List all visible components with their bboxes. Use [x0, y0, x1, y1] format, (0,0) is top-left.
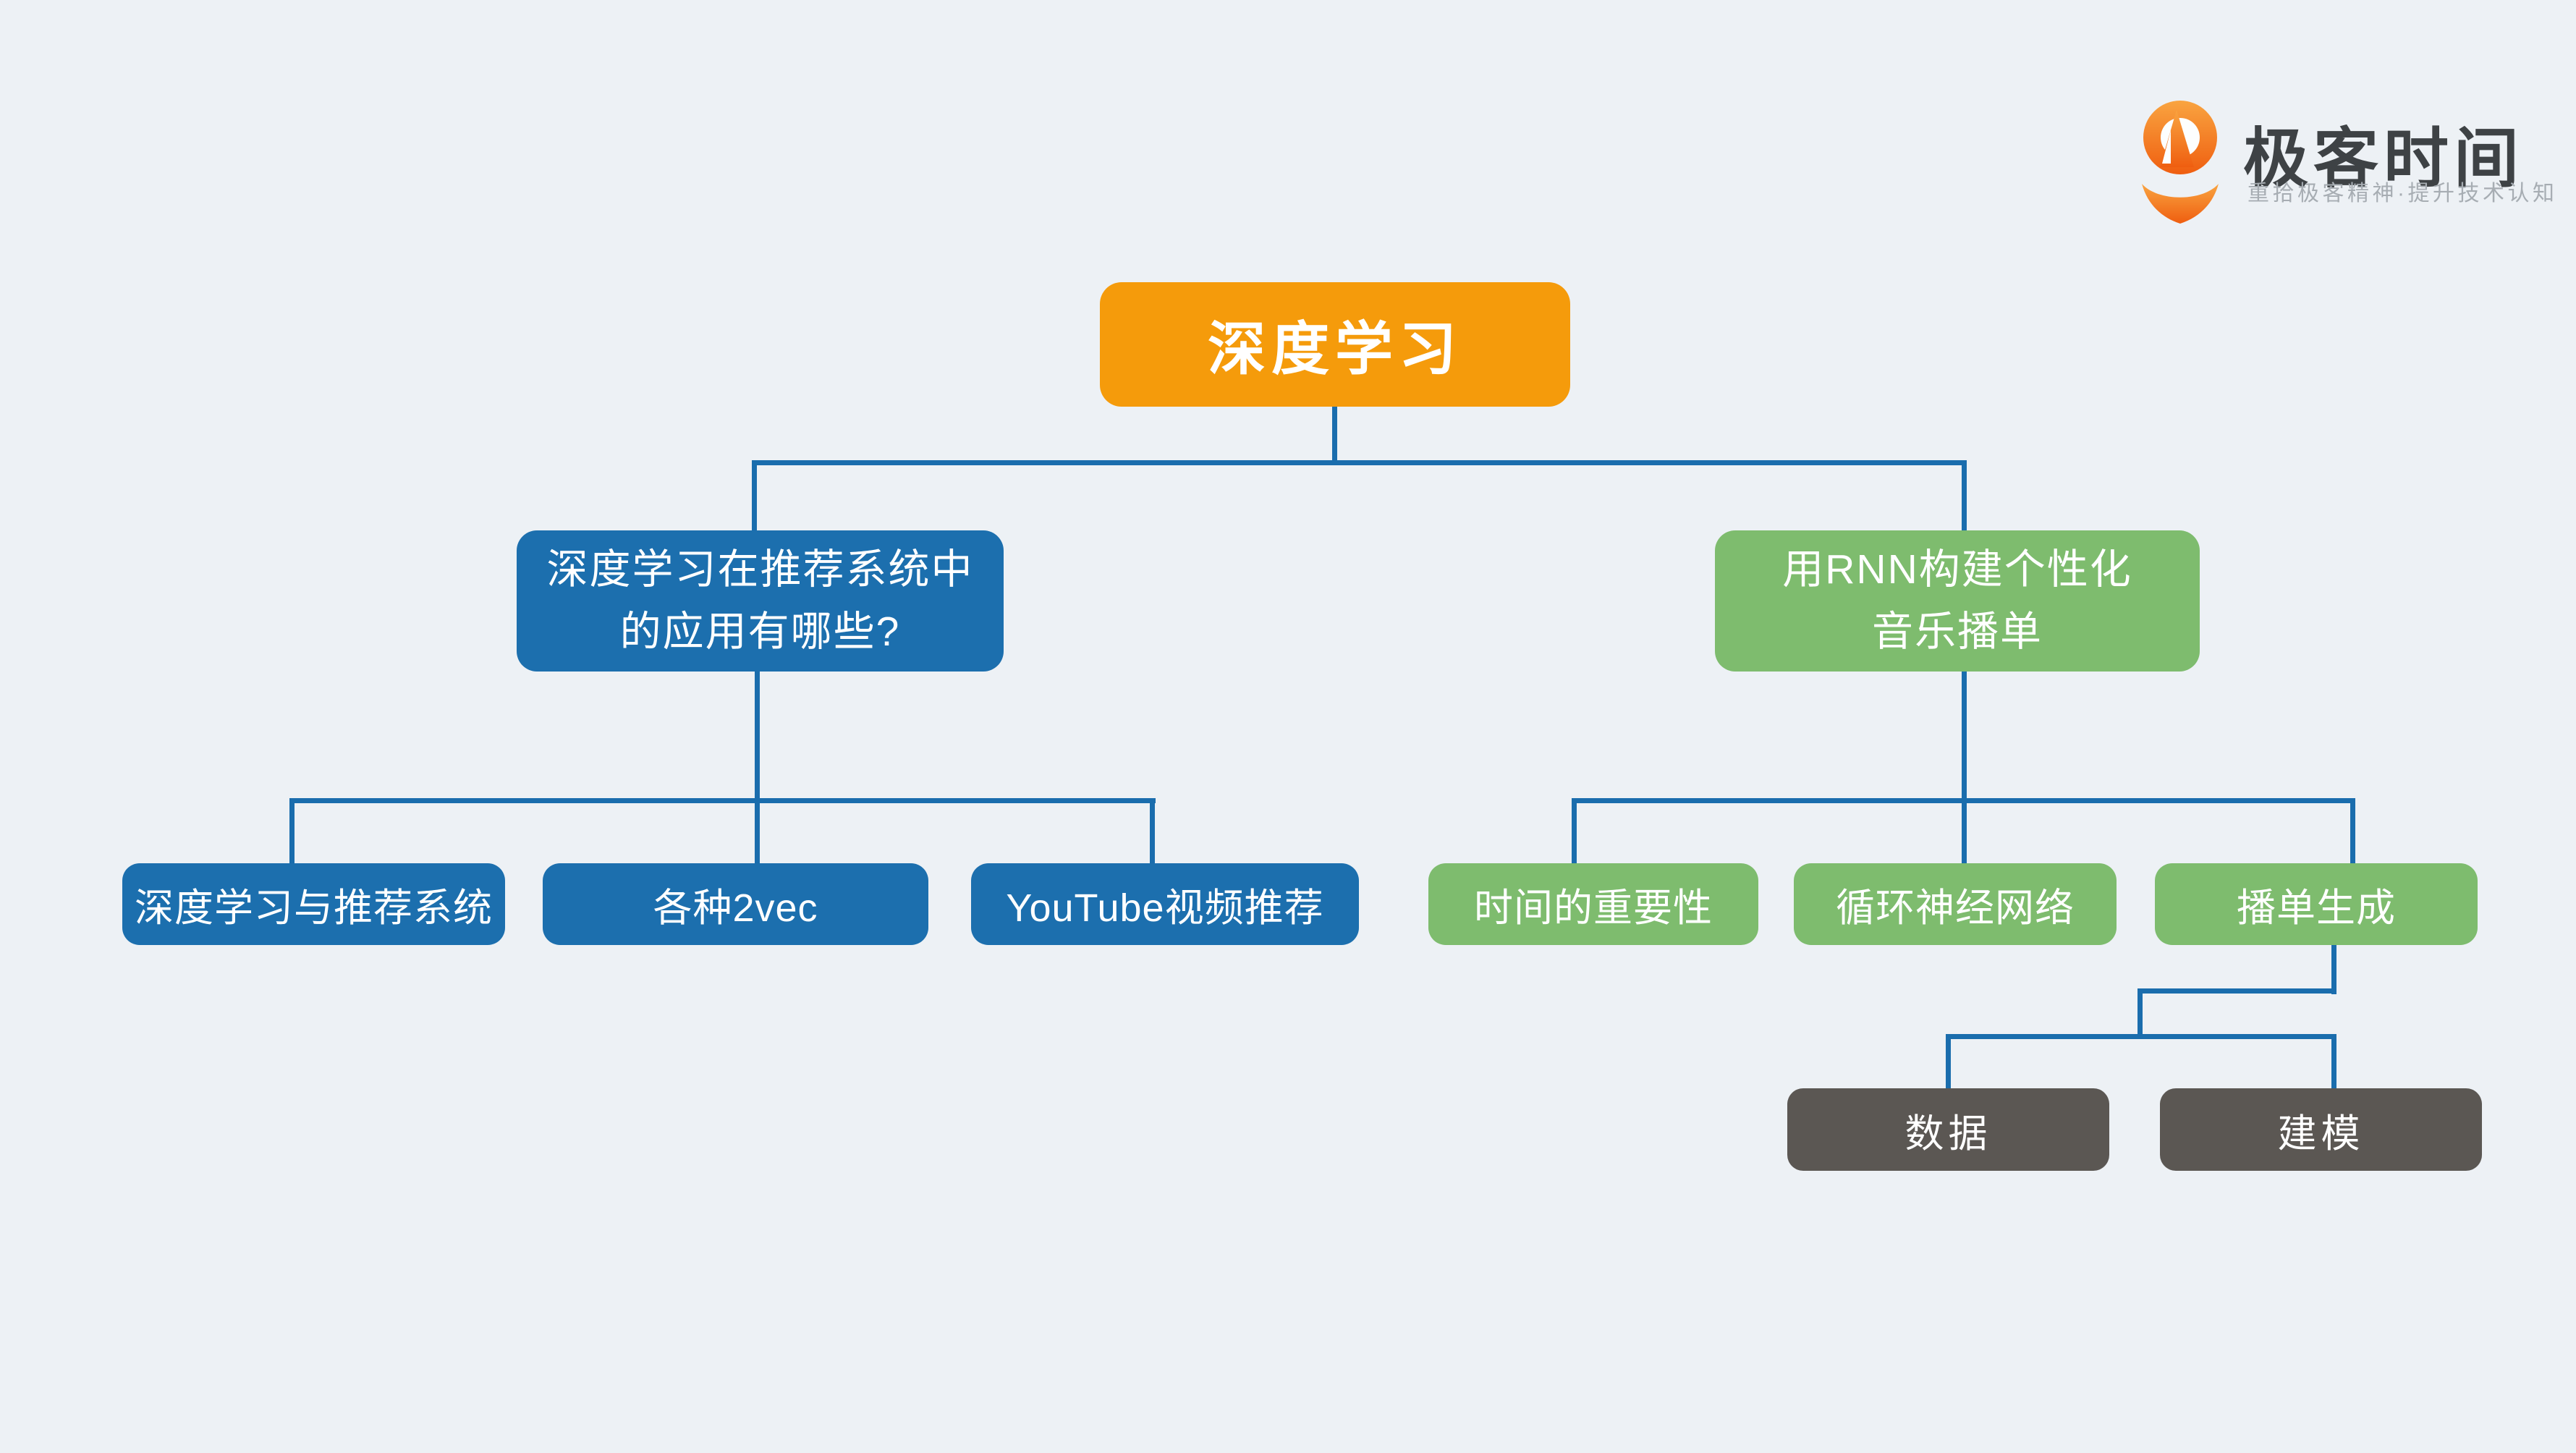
node-leaf-data: 数据: [1787, 1088, 2109, 1171]
connector-sub-stem: [2331, 945, 2336, 994]
connector-right-drop-1: [1572, 798, 1577, 863]
connector-top-horizontal: [752, 460, 1967, 465]
brand-logo: 极客时间 重拾极客精神·提升技术认知: [2133, 85, 2554, 230]
node-root-deep-learning: 深度学习: [1100, 282, 1570, 407]
node-branch-rnn-playlist: 用RNN构建个性化 音乐播单: [1715, 530, 2200, 672]
connector-right-stem: [1962, 672, 1967, 865]
connector-left-horizontal: [289, 798, 1156, 803]
connector-right-drop-3: [2350, 798, 2355, 863]
connector-top-drop-right: [1962, 460, 1967, 530]
connector-left-drop-1: [289, 798, 295, 863]
node-leaf-youtube-video-rec: YouTube视频推荐: [971, 863, 1359, 945]
connector-top-drop-left: [752, 460, 757, 530]
connector-right-horizontal: [1572, 798, 2355, 803]
brand-tagline: 重拾极客精神·提升技术认知: [2247, 182, 2558, 206]
node-leaf-recurrent-neural-network: 循环神经网络: [1794, 863, 2117, 945]
connector-root-stem: [1332, 404, 1337, 465]
node-leaf-playlist-generation: 播单生成: [2155, 863, 2478, 945]
connector-left-stem: [755, 672, 760, 865]
node-branch-recommender-applications: 深度学习在推荐系统中 的应用有哪些?: [517, 530, 1004, 672]
connector-sub-drop-left: [1946, 1034, 1951, 1088]
node-leaf-2vec: 各种2vec: [543, 863, 928, 945]
connector-sub-riser: [2138, 988, 2143, 1039]
brand-name: 极客时间: [2243, 123, 2524, 195]
node-leaf-dl-and-recsys: 深度学习与推荐系统: [122, 863, 505, 945]
connector-sub-step-horizontal: [2138, 988, 2336, 994]
geektime-pin-icon: [2142, 101, 2219, 224]
connector-sub-drop-right: [2331, 1034, 2336, 1088]
connector-left-drop-3: [1150, 798, 1155, 863]
node-leaf-modeling: 建模: [2160, 1088, 2482, 1171]
node-leaf-importance-of-time: 时间的重要性: [1428, 863, 1758, 945]
connector-sub-horizontal: [1946, 1034, 2336, 1039]
